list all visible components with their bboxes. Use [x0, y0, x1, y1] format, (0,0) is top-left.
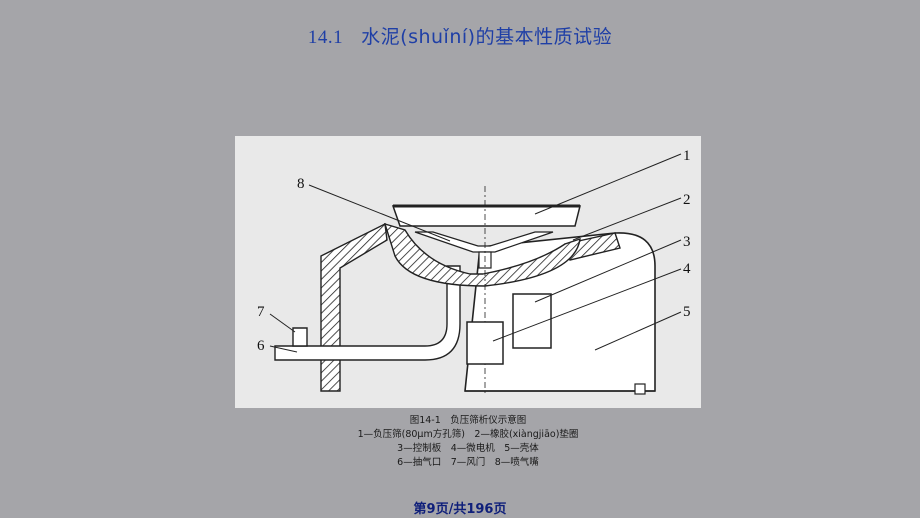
- rubber-gasket: [383, 222, 581, 287]
- leader-2: [572, 197, 682, 241]
- caption-title: 图14-1 负压筛析仪示意图: [409, 415, 527, 426]
- section-number: 14.1: [307, 27, 344, 48]
- callout-4: 4: [683, 261, 691, 277]
- leader-7: [269, 313, 296, 333]
- callout-8: 8: [297, 176, 305, 192]
- callout-7: 7: [257, 304, 265, 320]
- callout-1: 1: [683, 148, 691, 164]
- caption-line-3: 6—抽气口 7—风门 8—喷气嘴: [397, 457, 539, 468]
- sieve: [391, 205, 581, 227]
- callout-3: 3: [683, 234, 691, 250]
- feet: [634, 383, 646, 395]
- air-door: [292, 327, 308, 347]
- sieve-analyzer-figure: 1 2 3 4 5 6 7 8: [235, 136, 701, 408]
- figure-caption: 图14-1 负压筛析仪示意图 1—负压筛(80μm方孔筛) 2—橡胶(xiàng…: [235, 414, 701, 470]
- callout-2: 2: [683, 192, 691, 208]
- leader-6: [269, 345, 298, 353]
- leader-lines: [269, 153, 682, 353]
- callout-5: 5: [683, 304, 691, 320]
- suction-duct: [274, 265, 461, 361]
- micro-motor: [466, 321, 504, 365]
- sieve-analyzer-diagram: 1 2 3 4 5 6 7 8: [257, 148, 691, 395]
- left-wall: [320, 222, 388, 392]
- leader-1: [534, 153, 682, 215]
- slide-title: 14.1 水泥(shuǐní)的基本性质试验: [0, 22, 920, 49]
- leader-3: [534, 239, 682, 303]
- section-title: 水泥(shuǐní)的基本性质试验: [361, 26, 613, 48]
- leader-4: [492, 268, 682, 342]
- callout-6: 6: [257, 338, 265, 354]
- leader-8: [308, 184, 451, 242]
- caption-line-2: 3—控制板 4—微电机 5—壳体: [397, 443, 539, 454]
- caption-line-1: 1—负压筛(80μm方孔筛) 2—橡胶(xiàngjiāo)垫圈: [357, 429, 579, 440]
- leader-5: [594, 311, 682, 351]
- page-number: 第9页/共196页: [413, 502, 507, 517]
